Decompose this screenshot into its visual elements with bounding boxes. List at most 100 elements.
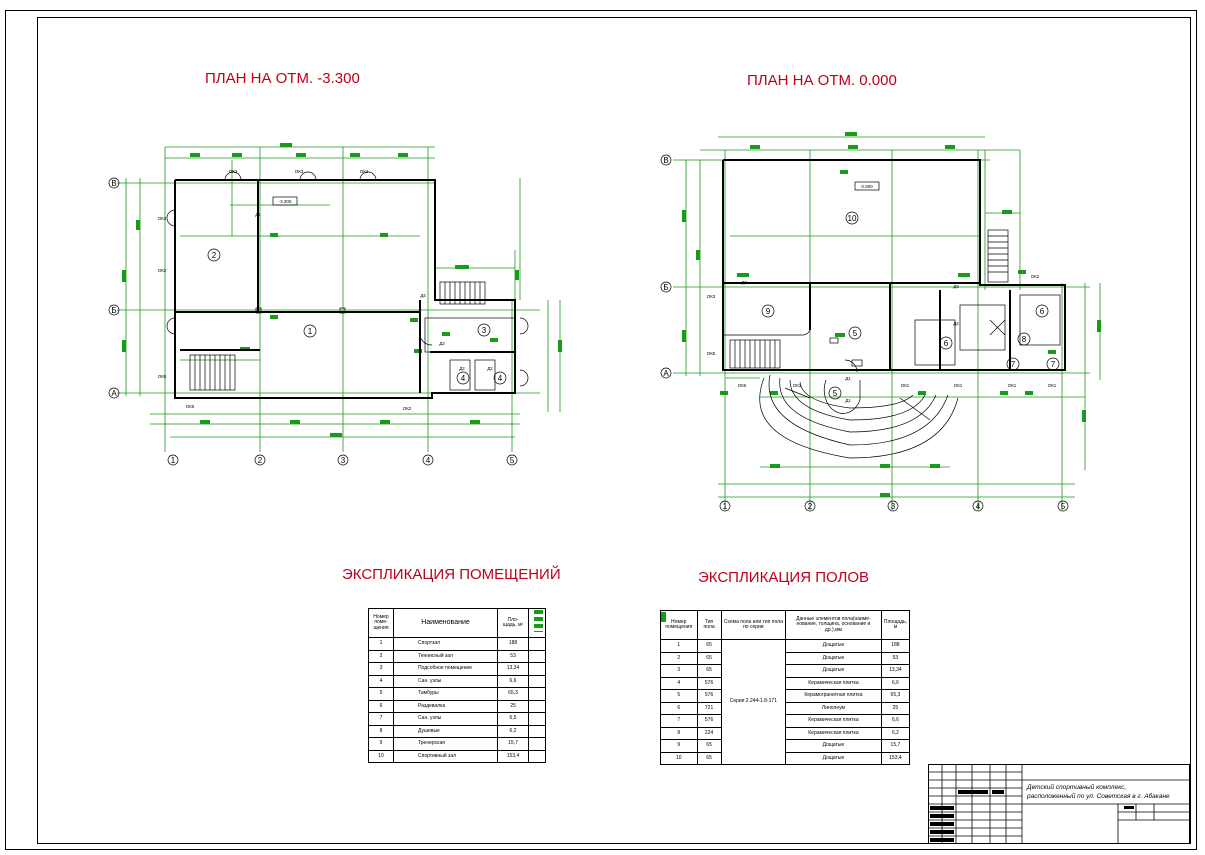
- axis-number: 3: [891, 502, 896, 511]
- svg-text:ОК5: ОК5: [707, 351, 716, 356]
- room-number: 4: [461, 374, 466, 383]
- plan-right-annotations: 0.000 Д2 Д3 ОК5 ОК1 ОК1 ОК1 ОК1 ОК1 ОК2 …: [707, 184, 1057, 403]
- axis-letter: В: [663, 156, 668, 165]
- room-number: 4: [498, 374, 503, 383]
- floors-table-marker: [661, 612, 666, 622]
- plan-right-walls: [722, 159, 1066, 371]
- plan-left-axis-labels: В Б А 1 2 3 4 5 1 2 3 4 4: [111, 179, 514, 465]
- svg-text:ОК1: ОК1: [1048, 383, 1057, 388]
- svg-text:ОК5: ОК5: [738, 383, 747, 388]
- svg-text:Д2: Д2: [953, 321, 959, 326]
- rooms-table: Номер поме- щения Наименование Пло- щадь…: [368, 608, 546, 763]
- svg-text:ОК5: ОК5: [158, 374, 167, 379]
- table-header: Наименование: [393, 608, 498, 638]
- axis-letter: А: [111, 389, 117, 398]
- title-block-grid: [928, 764, 1190, 844]
- plan-right-dimension-lines: [673, 136, 1101, 510]
- svg-text:Д1: Д1: [845, 376, 851, 381]
- room-number: 3: [482, 326, 487, 335]
- svg-text:Д1: Д1: [255, 212, 261, 217]
- table-header: Тип пола: [696, 610, 722, 640]
- svg-text:ОК2: ОК2: [1031, 274, 1040, 279]
- floor-series-cell: Серия 2.244-1.8-171: [720, 639, 787, 765]
- room-number: 1: [308, 327, 313, 336]
- svg-text:ОК1: ОК1: [1008, 383, 1017, 388]
- axis-number: 2: [258, 456, 263, 465]
- svg-text:ОК5: ОК5: [186, 404, 195, 409]
- plan-left-title: ПЛАН НА ОТМ. -3.300: [205, 70, 360, 87]
- plan-left-stair-and-details: [166, 171, 529, 391]
- room-number: 2: [212, 251, 217, 260]
- axis-letter: Б: [111, 306, 116, 315]
- level-mark: 0.000: [861, 184, 873, 189]
- table-header-row: Номер поме- щения Наименование Пло- щадь…: [368, 608, 546, 638]
- axis-number: 1: [171, 456, 176, 465]
- room-number: 8: [1022, 335, 1027, 344]
- svg-text:ОК2: ОК2: [403, 406, 412, 411]
- axis-letter: А: [663, 369, 669, 378]
- svg-text:Д2: Д2: [459, 366, 465, 371]
- svg-text:Д2: Д2: [487, 366, 493, 371]
- rooms-table-title: ЭКСПЛИКАЦИЯ ПОМЕЩЕНИЙ: [342, 566, 561, 583]
- svg-text:Д2: Д2: [439, 341, 445, 346]
- plan-left-dimension-lines: [117, 146, 561, 452]
- room-number: 9: [766, 307, 771, 316]
- svg-text:ОК3: ОК3: [158, 216, 167, 221]
- axis-number: 2: [808, 502, 813, 511]
- plan-right-axis-bubbles: [660, 154, 1069, 512]
- table-header: Площадь, м: [880, 610, 911, 640]
- project-name-line1: Детский спортивный комплекс,: [1027, 784, 1127, 791]
- svg-text:Д1: Д1: [845, 398, 851, 403]
- floors-table: Номер помещения Тип пола Схема пола или …: [660, 610, 911, 765]
- table-header: Данные элементов пола(наиме- нование, то…: [785, 610, 882, 640]
- svg-text:ОК1: ОК1: [954, 383, 963, 388]
- svg-text:ОК1: ОК1: [793, 383, 802, 388]
- svg-text:ОК3: ОК3: [229, 169, 238, 174]
- table-header: Схема пола или тип пола по серии: [720, 610, 787, 640]
- title-block-text: Детский спортивный комплекс, расположенн…: [1027, 783, 1192, 801]
- outer-frame: [5, 10, 1197, 850]
- axis-letter: В: [111, 179, 116, 188]
- svg-text:ОК2: ОК2: [158, 268, 167, 273]
- level-mark: -3.300: [279, 199, 292, 204]
- table-header: Номер поме- щения: [368, 608, 394, 638]
- project-name-line2: расположенный по ул. Советская в г. Абак…: [1027, 793, 1170, 800]
- svg-text:ОК2: ОК2: [360, 169, 369, 174]
- table-header-row: Номер помещения Тип пола Схема пола или …: [660, 610, 911, 640]
- axis-number: 4: [976, 502, 981, 511]
- floors-table-title: ЭКСПЛИКАЦИЯ ПОЛОВ: [698, 569, 870, 586]
- room-number: 10: [848, 214, 857, 223]
- plan-right-axis-labels: В Б А 1 2 3 4 5 10 9 5 5 6 6 8 7 7: [663, 156, 1065, 511]
- axis-number: 4: [426, 456, 431, 465]
- svg-text:Д2: Д2: [741, 280, 747, 285]
- plan-left: В Б А 1 2 3 4 5 1 2 3 4 4 -3.300 ОК3 ОК3…: [108, 143, 562, 466]
- plan-right-stairs-and-details: [723, 181, 1061, 459]
- svg-text:ОК1: ОК1: [901, 383, 910, 388]
- plan-right-dimension-marks: [682, 132, 1101, 497]
- svg-text:ОК3: ОК3: [707, 294, 716, 299]
- room-number: 5: [853, 329, 858, 338]
- svg-text:Д4: Д4: [420, 293, 426, 298]
- svg-text:Д3: Д3: [953, 284, 959, 289]
- axis-number: 5: [1061, 502, 1066, 511]
- plan-left-axis-bubbles: [108, 177, 518, 466]
- axis-number: 3: [341, 456, 346, 465]
